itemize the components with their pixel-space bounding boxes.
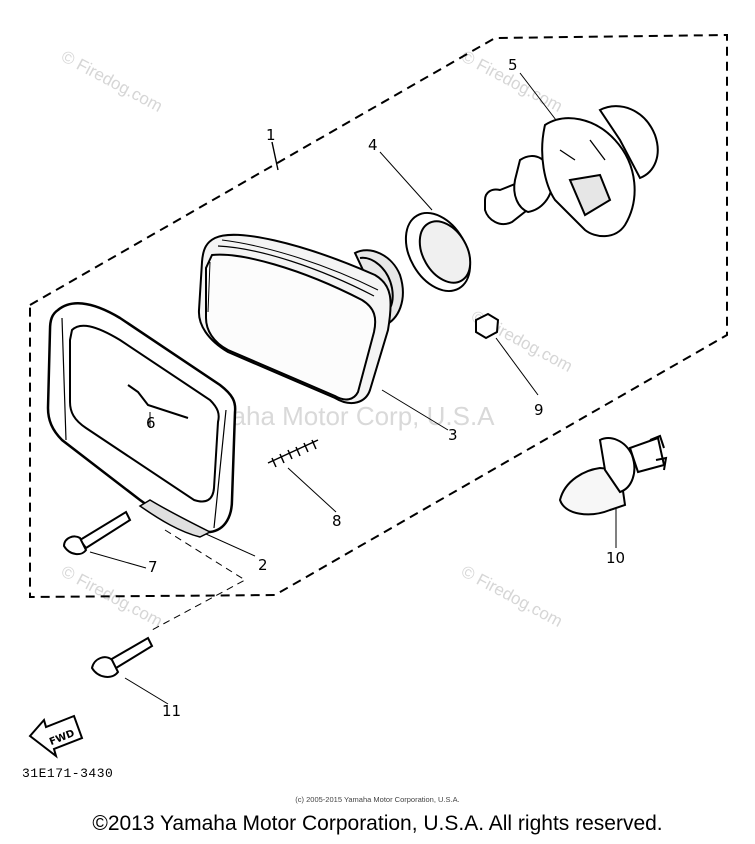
copyright-notice: ©2013 Yamaha Motor Corporation, U.S.A. A…: [92, 812, 663, 835]
callout-1: 1: [266, 126, 276, 144]
headlight-unit: [197, 233, 404, 405]
fwd-arrow-icon: FWD: [28, 714, 84, 759]
callout-6: 6: [146, 414, 156, 432]
leader-lines: [89, 72, 617, 705]
callout-10: 10: [606, 549, 625, 567]
nut: [475, 312, 500, 340]
watermark: © Firedog.com: [58, 47, 166, 116]
callout-3: 3: [448, 426, 458, 444]
part-code: 31E171-3430: [22, 766, 114, 781]
halogen-bulb: [558, 434, 668, 516]
callout-2: 2: [258, 556, 268, 574]
headlight-rim: [46, 302, 237, 538]
callout-9: 9: [534, 401, 544, 419]
callout-5: 5: [508, 56, 518, 74]
watermark: © Firedog.com: [458, 562, 566, 631]
callouts: 1 2 3 4 5 6 7 8 9 10 11: [146, 56, 625, 720]
callout-4: 4: [368, 136, 378, 154]
callout-8: 8: [332, 512, 342, 530]
bulb-cover-ring: [404, 212, 472, 292]
callout-11: 11: [162, 702, 181, 720]
assembly-boundary: [29, 33, 728, 599]
small-copyright: (c) 2005-2015 Yamaha Motor Corporation, …: [295, 795, 460, 804]
screw-11: [90, 636, 154, 678]
screw-7: [62, 510, 132, 556]
leader-line-1: [271, 141, 279, 171]
wire-spring: [127, 384, 189, 419]
adjusting-spring: [267, 439, 319, 468]
callout-7: 7: [148, 558, 158, 576]
bulb-socket: [484, 105, 659, 238]
